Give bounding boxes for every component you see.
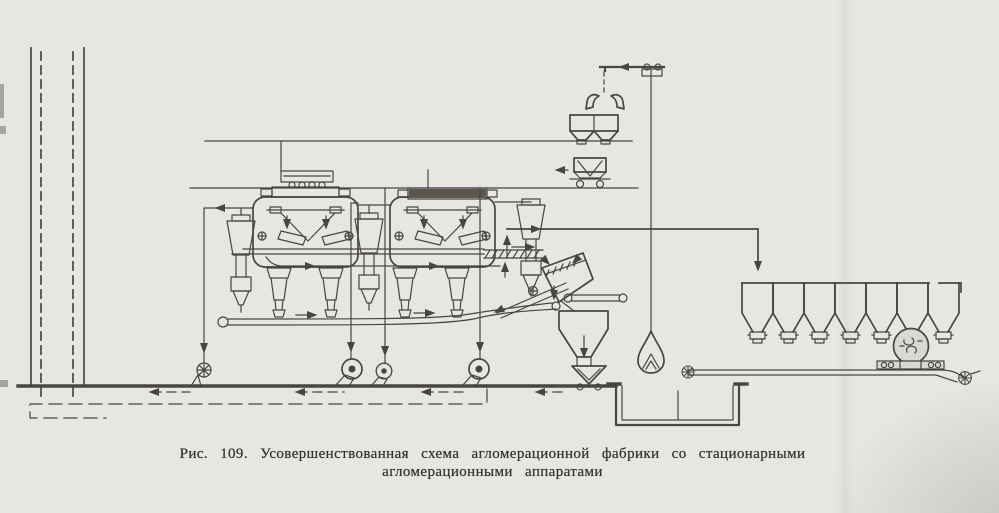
charging-cart: [280, 140, 334, 189]
product-flow-line: [506, 225, 762, 272]
return-fines-dashed-line: [29, 388, 563, 419]
vibrating-screen: [539, 252, 594, 303]
dust-cyclone-left: [226, 214, 256, 313]
fines-bin: [558, 300, 609, 366]
sintering-machine-1: [200, 140, 358, 363]
exhaust-ducts: [347, 187, 484, 363]
hot-sinter-conveyor: [231, 234, 544, 278]
belt-conveyor: [681, 365, 981, 385]
scan-artifacts: [0, 84, 8, 387]
mixing-drum: [876, 327, 945, 370]
receiving-pit: [606, 382, 749, 427]
charge-hopper: [568, 114, 620, 145]
grab-bucket: [637, 330, 665, 374]
spreader-car: [571, 365, 607, 391]
sintering-machine-2: [357, 169, 532, 267]
figure-caption: Рис. 109. Усовершенствованная схема агло…: [0, 446, 985, 481]
figure-caption-line1: Рис. 109. Усовершенствованная схема агло…: [179, 446, 806, 462]
dust-cyclone-middle: [354, 212, 384, 311]
clamshell-open-icon: [585, 93, 625, 110]
dust-collecting-conveyor: [217, 282, 628, 328]
raw-material-bunkers: [741, 282, 962, 344]
blast-furnace-incline: [30, 47, 85, 403]
transfer-car: [554, 157, 611, 189]
figure-caption-line2: агломерационными аппаратами: [382, 464, 603, 480]
grab-crane-trolley: [585, 63, 666, 332]
exhaust-fans: [190, 358, 490, 387]
gallery-rails: [189, 140, 639, 189]
